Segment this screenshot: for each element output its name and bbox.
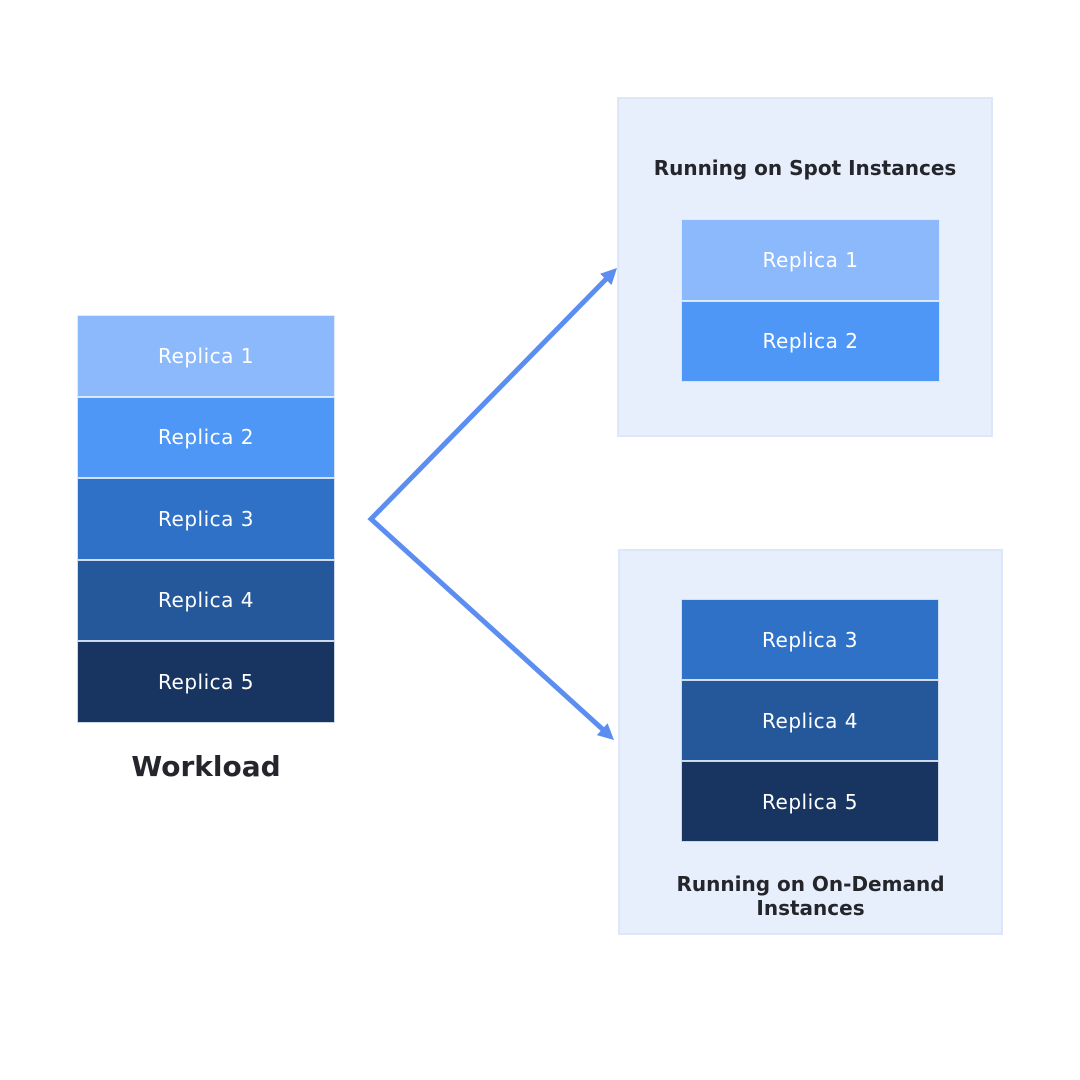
workload-replica-5: Replica 5 (77, 641, 335, 723)
spot-instances-panel: Running on Spot Instances Replica 1 Repl… (617, 97, 993, 437)
arrow-shaft (367, 270, 615, 738)
spot-replica-1: Replica 1 (681, 219, 940, 301)
ondemand-instances-panel: Replica 3 Replica 4 Replica 5 Running on… (618, 549, 1003, 935)
spot-replica-2: Replica 2 (681, 300, 940, 382)
ondemand-replica-3: Replica 3 (681, 599, 939, 680)
workload-replica-2: Replica 2 (77, 396, 335, 478)
arrow-head-top (600, 268, 617, 285)
ondemand-replica-stack: Replica 3 Replica 4 Replica 5 (681, 599, 939, 842)
arrow-head-bottom (596, 723, 614, 740)
ondemand-panel-title: Running on On-Demand Instances (676, 872, 945, 920)
workload-replica-3: Replica 3 (77, 478, 335, 560)
workload-stack: Replica 1 Replica 2 Replica 3 Replica 4 … (77, 315, 335, 723)
ondemand-replica-4: Replica 4 (681, 680, 939, 761)
ondemand-replica-5: Replica 5 (681, 761, 939, 842)
workload-replica-1: Replica 1 (77, 315, 335, 397)
workload-replica-4: Replica 4 (77, 559, 335, 641)
spot-replica-stack: Replica 1 Replica 2 (681, 219, 940, 382)
spot-panel-title: Running on Spot Instances (653, 156, 957, 180)
workload-label: Workload (131, 750, 281, 783)
